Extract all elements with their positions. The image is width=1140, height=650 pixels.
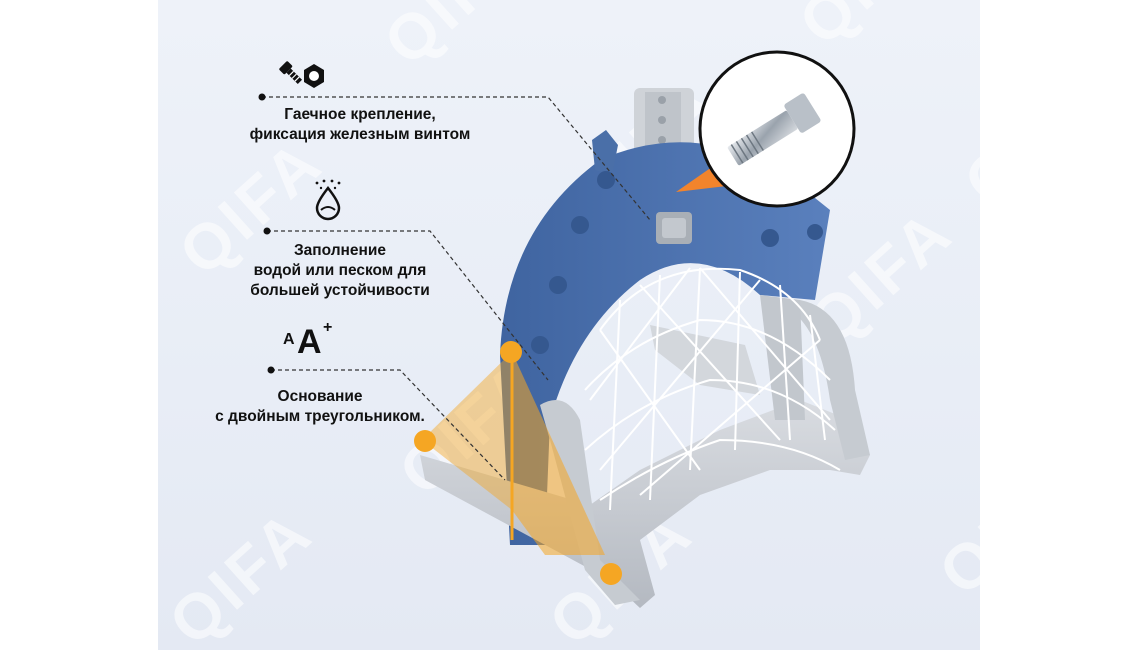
feature-line: Заполнение xyxy=(293,242,387,259)
mounting-bolt xyxy=(656,212,692,244)
feature-line: водой или песком для xyxy=(253,262,427,279)
feature-line: с двойным треугольником. xyxy=(215,408,425,425)
water-drop-icon xyxy=(315,179,341,221)
leader-lines xyxy=(262,96,651,481)
feature-water-sand-fill: Заполнение водой или песком для большей … xyxy=(190,241,490,301)
feature-line: Гаечное крепление, xyxy=(284,106,436,123)
double-triangle-base-highlight xyxy=(414,341,622,585)
icon-small-a: A xyxy=(283,331,295,348)
feature-double-triangle-base: Основание с двойным треугольником. xyxy=(170,387,470,427)
feature-line: Основание xyxy=(277,388,363,405)
feature-line: фиксация железным винтом xyxy=(249,126,471,143)
feature-nut-fastening: Гаечное крепление, фиксация железным вин… xyxy=(190,105,530,145)
feature-line: большей устойчивости xyxy=(250,282,430,299)
icon-large-a: A xyxy=(297,323,322,361)
blue-arch-frame xyxy=(500,130,830,545)
bolt-nut-icon xyxy=(279,61,324,88)
bolt-zoom-callout xyxy=(676,50,856,208)
goal-net xyxy=(584,267,841,511)
icon-plus: + xyxy=(323,319,333,336)
font-size-increase-icon-label: A A + xyxy=(283,319,343,363)
